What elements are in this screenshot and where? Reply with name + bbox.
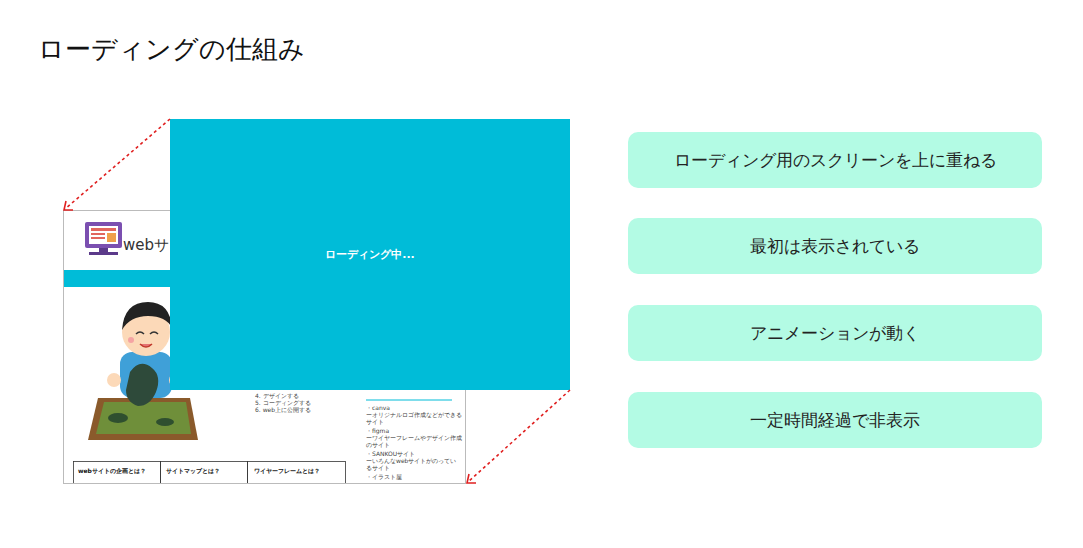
arrow-head <box>64 201 73 210</box>
step-box: 一定時間経過で非表示 <box>628 392 1042 448</box>
node-text: アニメーションが動く <box>750 322 920 345</box>
divider-line <box>366 400 452 401</box>
link-note: ーいろんなwebサイトがのっているサイト <box>366 457 462 471</box>
logo-icon <box>85 222 122 255</box>
node-text: ローディング中... <box>325 247 415 262</box>
step-box: アニメーションが動く <box>628 305 1042 361</box>
node-text: 一定時間経過で非表示 <box>750 409 920 432</box>
site-name: webサ <box>123 236 169 254</box>
link-note: ーオリジナルロゴ作成などができるサイト <box>366 411 462 425</box>
projection-line <box>468 390 570 482</box>
link-name: ・figma <box>366 427 462 434</box>
link-name: ・SANKOUサイト <box>366 450 462 457</box>
frame-edge <box>64 483 466 484</box>
step-box: ローディング用のスクリーンを上に重ねる <box>628 132 1042 188</box>
frame-edge <box>63 211 64 484</box>
projection-line <box>65 119 170 209</box>
node-text: 最初は表示されている <box>750 235 920 258</box>
link-name: ・canva <box>366 404 462 411</box>
step-box: 最初は表示されている <box>628 218 1042 274</box>
loading-screen: ローディング中... <box>170 119 570 390</box>
frame-clip <box>63 484 466 494</box>
list-item: 5. コーディングする <box>255 399 311 406</box>
list-item: 4. デザインする <box>255 392 299 399</box>
node-text: ローディング用のスクリーンを上に重ねる <box>674 149 997 172</box>
diagram-title: ローディングの仕組み <box>38 32 305 67</box>
table-cell: webサイトの企画とは？ <box>78 467 146 474</box>
table-cell: ワイヤーフレームとは？ <box>254 467 320 474</box>
link-name: ・イラスト屋 <box>366 473 462 480</box>
link-note: ーワイヤーフレームやデザイン作成のサイト <box>366 434 462 448</box>
list-item: 6. web上に公開する <box>255 406 311 413</box>
arrow-head <box>467 474 476 483</box>
table-cell: サイトマップとは？ <box>166 467 220 474</box>
